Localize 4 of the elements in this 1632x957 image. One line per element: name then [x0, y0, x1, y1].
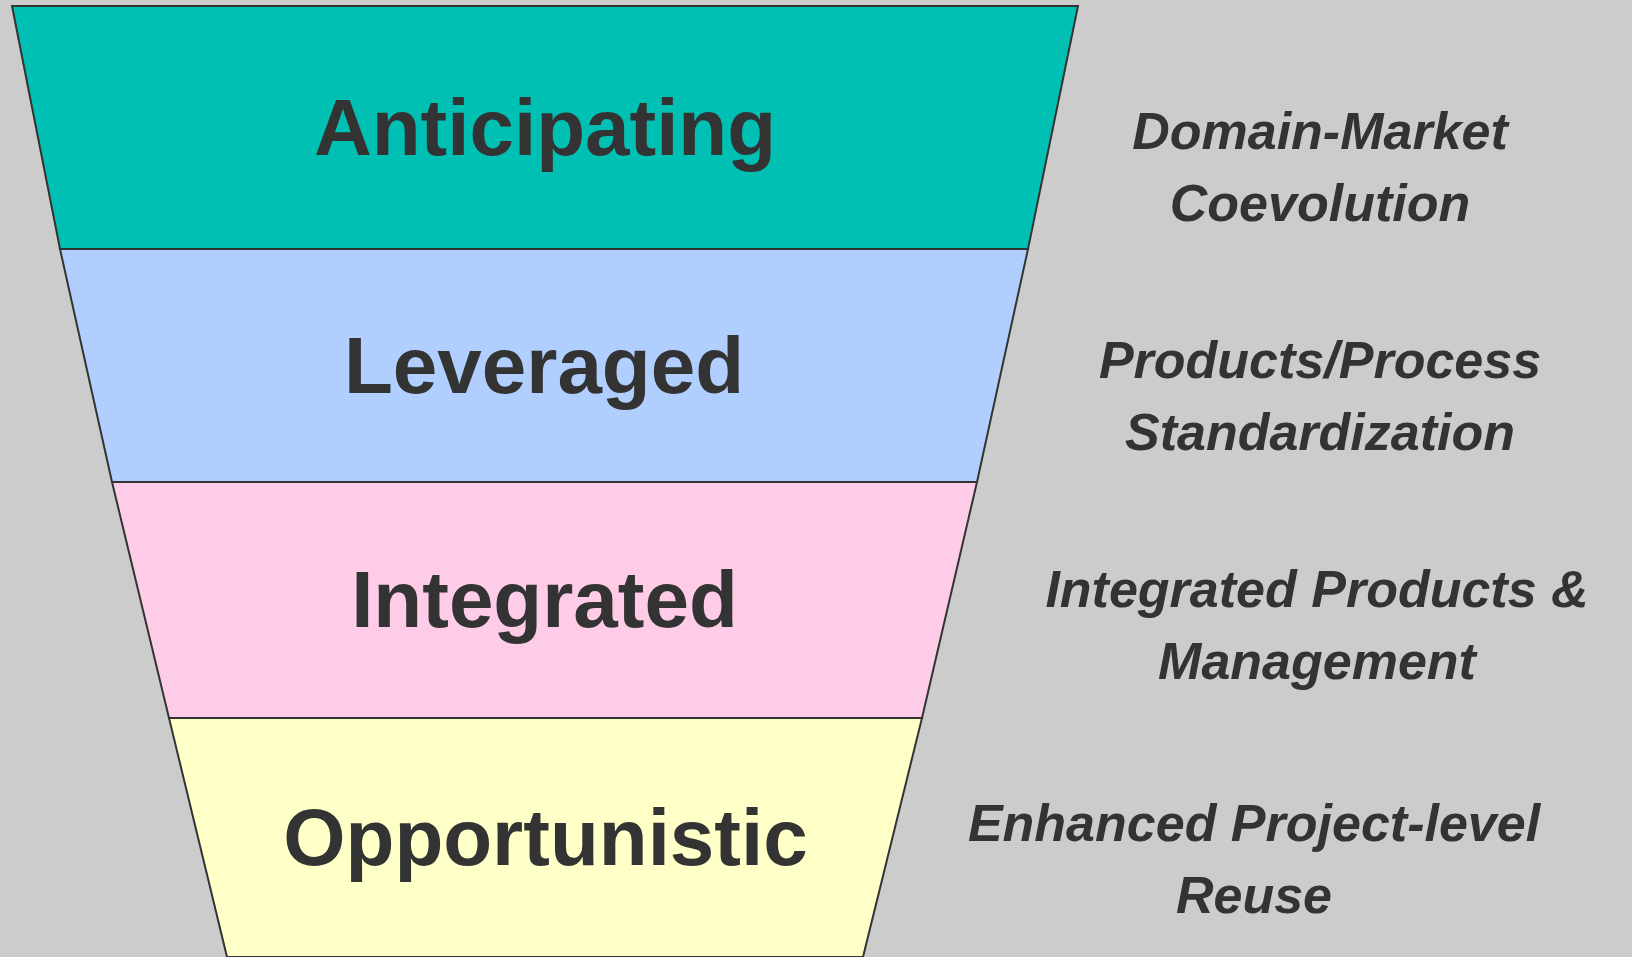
side-label: Domain-Market Coevolution	[1131, 101, 1511, 234]
side-label: Products/Process Standardization	[1097, 330, 1543, 463]
side-label: Enhanced Project-level Reuse	[966, 793, 1542, 926]
side-label: Integrated Products & Management	[1044, 559, 1590, 692]
